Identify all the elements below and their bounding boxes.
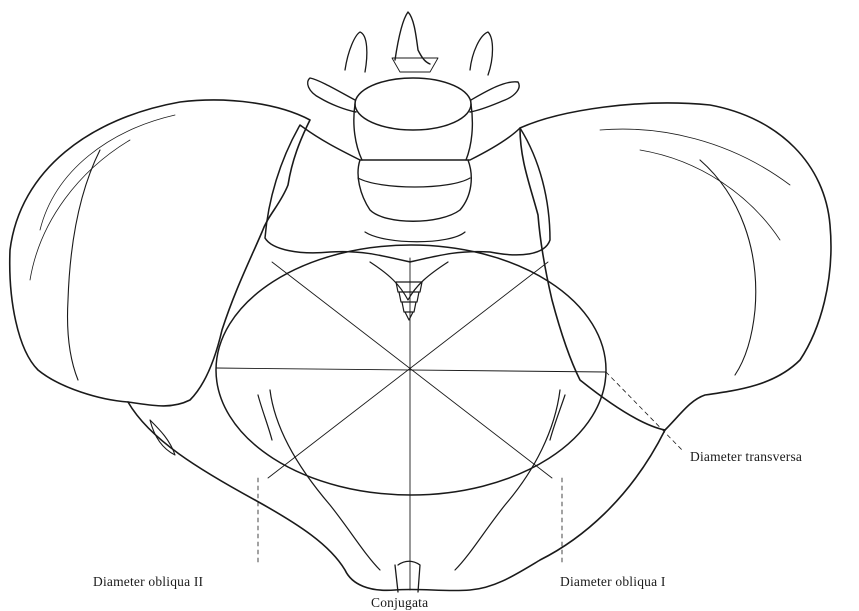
- left-iliac-inner-line: [67, 150, 100, 380]
- label-conjugata: Conjugata: [371, 595, 428, 611]
- left-ischial-tuberosity: [150, 420, 175, 455]
- vertebral-arch-shading: [392, 58, 438, 72]
- right-iliac-crest-detail: [600, 129, 790, 240]
- label-diameter-obliqua-2: Diameter obliqua II: [93, 574, 203, 590]
- label-diameter-obliqua-1: Diameter obliqua I: [560, 574, 666, 590]
- articular-process-right: [470, 32, 493, 75]
- vertebral-body-top: [355, 78, 471, 130]
- pubic-symphysis: [395, 561, 420, 592]
- vertebra-disc: [358, 178, 470, 242]
- transverse-process-right: [470, 82, 519, 112]
- spinous-process: [395, 12, 430, 64]
- left-iliac-wing: [10, 100, 310, 406]
- vertebral-body-side: [354, 104, 473, 160]
- label-diameter-transversa: Diameter transversa: [690, 449, 802, 465]
- pelvic-ring-lower: [128, 402, 665, 591]
- sacral-promontory: [370, 262, 448, 300]
- vertebra-lower: [358, 160, 471, 221]
- transverse-process-left: [308, 78, 356, 112]
- left-iliac-crest-detail: [30, 115, 175, 280]
- articular-process-left: [345, 32, 367, 72]
- left-acetabulum-notch: [258, 395, 272, 440]
- right-iliac-wing: [520, 103, 831, 430]
- diameter-obliqua-2-line: [268, 262, 548, 478]
- leader-transversa: [606, 372, 684, 452]
- pelvic-ring-inner-lower: [270, 390, 560, 570]
- right-iliac-inner-line: [700, 160, 756, 375]
- diameter-transversa-line: [216, 368, 606, 372]
- right-acetabulum-notch: [550, 395, 565, 440]
